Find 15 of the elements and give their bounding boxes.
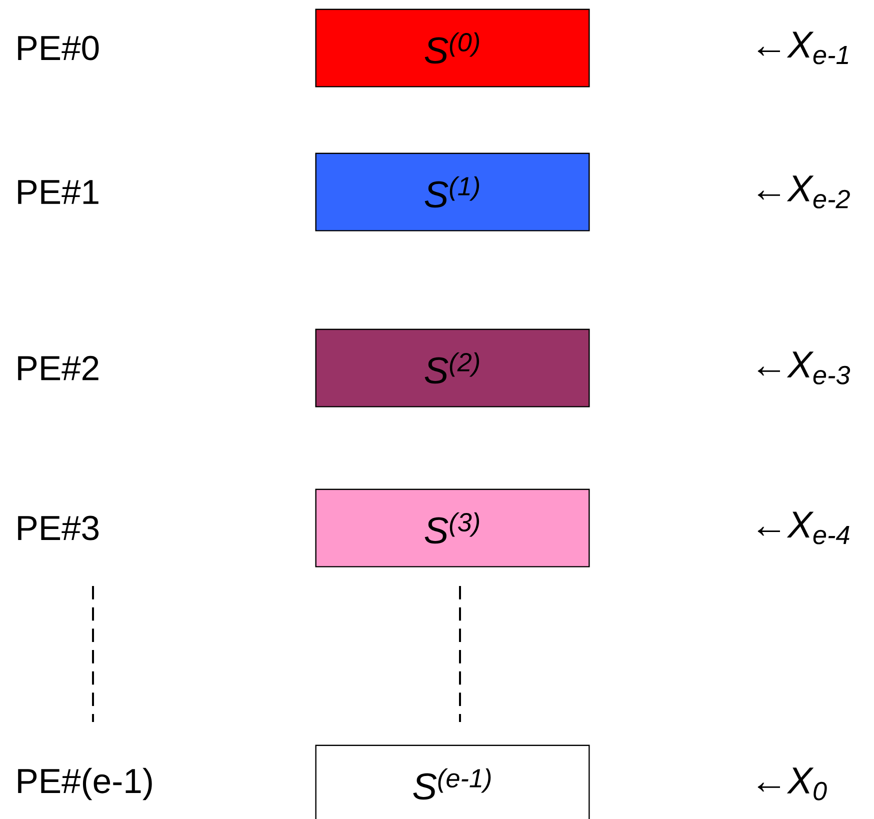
input-label: ←X$_{e-3}$	[758, 352, 850, 384]
pe-label: PE#0	[18, 36, 99, 60]
register-box: S$^{(2)}$	[315, 328, 590, 408]
pe-label: PE#2	[18, 356, 98, 380]
input-label: ←X$_{e-1}$	[758, 32, 848, 64]
pe-label: PE#1	[18, 180, 98, 204]
pe-label: PE#(e-1)	[18, 768, 152, 800]
register-box: S$^{(1)}$	[315, 152, 590, 232]
input-label: ←X$_{e-2}$	[758, 176, 850, 208]
register-box: S$^{(3)}$	[315, 488, 590, 568]
pe-label: PE#3	[18, 516, 99, 540]
register-box: S$^{(0)}$	[315, 8, 590, 88]
input-label: ←X$_{0}$	[758, 768, 827, 800]
register-box: S$^{(e-1)}$	[315, 744, 590, 819]
input-label: ←X$_{e-4}$	[758, 512, 850, 544]
